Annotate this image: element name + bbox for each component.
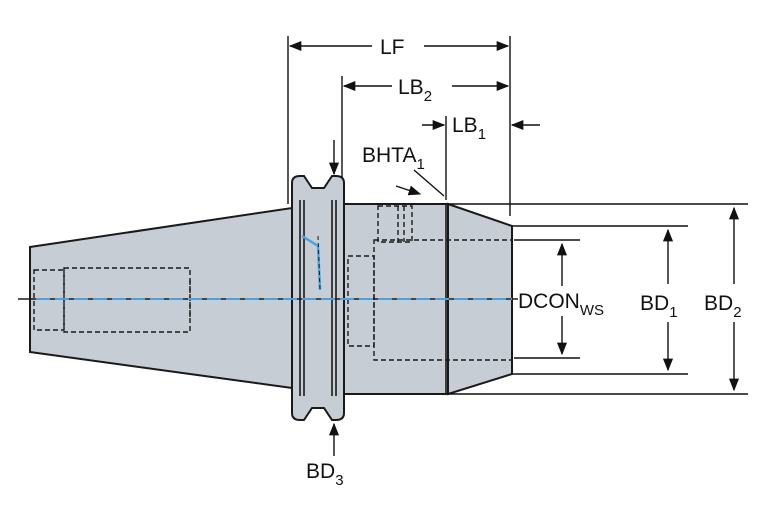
dim-label-lb1: LB1 [452,114,486,143]
coolant-channel [18,234,518,300]
dim-label-lb2: LB2 [398,76,432,105]
dimension-lines [287,36,748,456]
dim-label-dcon-ws: DCONWS [518,290,604,319]
dim-label-bd2: BD2 [704,292,742,321]
dim-label-bhta1: BHTA1 [362,144,425,173]
dim-label-bd3: BD3 [306,460,344,489]
dim-label-bd1: BD1 [640,292,678,321]
dim-label-lf: LF [380,36,405,59]
